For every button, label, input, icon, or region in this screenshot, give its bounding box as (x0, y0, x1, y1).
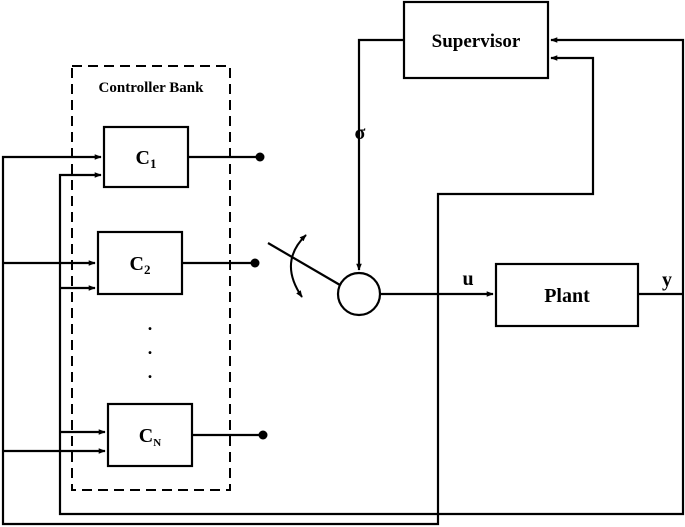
switch-rotation-arrow (289, 234, 307, 298)
supervisor-label: Supervisor (432, 31, 521, 52)
u-to-supervisor-line (436, 55, 595, 294)
sigma-label: σ (355, 122, 366, 144)
controller-c1-label: C1 (136, 147, 157, 171)
ellipsis-dots: ... (148, 314, 153, 382)
y-feedback-bottom-line (58, 172, 685, 516)
controller-c2-label: C2 (130, 253, 151, 277)
switch-node (336, 271, 382, 317)
controller-c2-block (96, 230, 184, 296)
controller-c1-block (102, 125, 190, 189)
cn-contact-dot (258, 430, 268, 440)
controller-cn-label: CN (139, 425, 161, 449)
y-label: y (662, 269, 672, 291)
plant-label: Plant (544, 285, 590, 307)
plant-block (494, 262, 640, 328)
supervisor-block (402, 0, 550, 80)
controller-bank-label: Controller Bank (99, 80, 205, 96)
u-feedback-bottom-line (1, 154, 440, 526)
u-label: u (462, 268, 473, 290)
y-to-supervisor-line (550, 37, 685, 294)
controller-cn-block (106, 402, 194, 468)
sigma-signal-line (356, 38, 404, 271)
switch-lever (267, 242, 341, 286)
c1-contact-dot (255, 152, 265, 162)
c2-contact-dot (250, 258, 260, 268)
controller-bank-border (71, 65, 231, 491)
